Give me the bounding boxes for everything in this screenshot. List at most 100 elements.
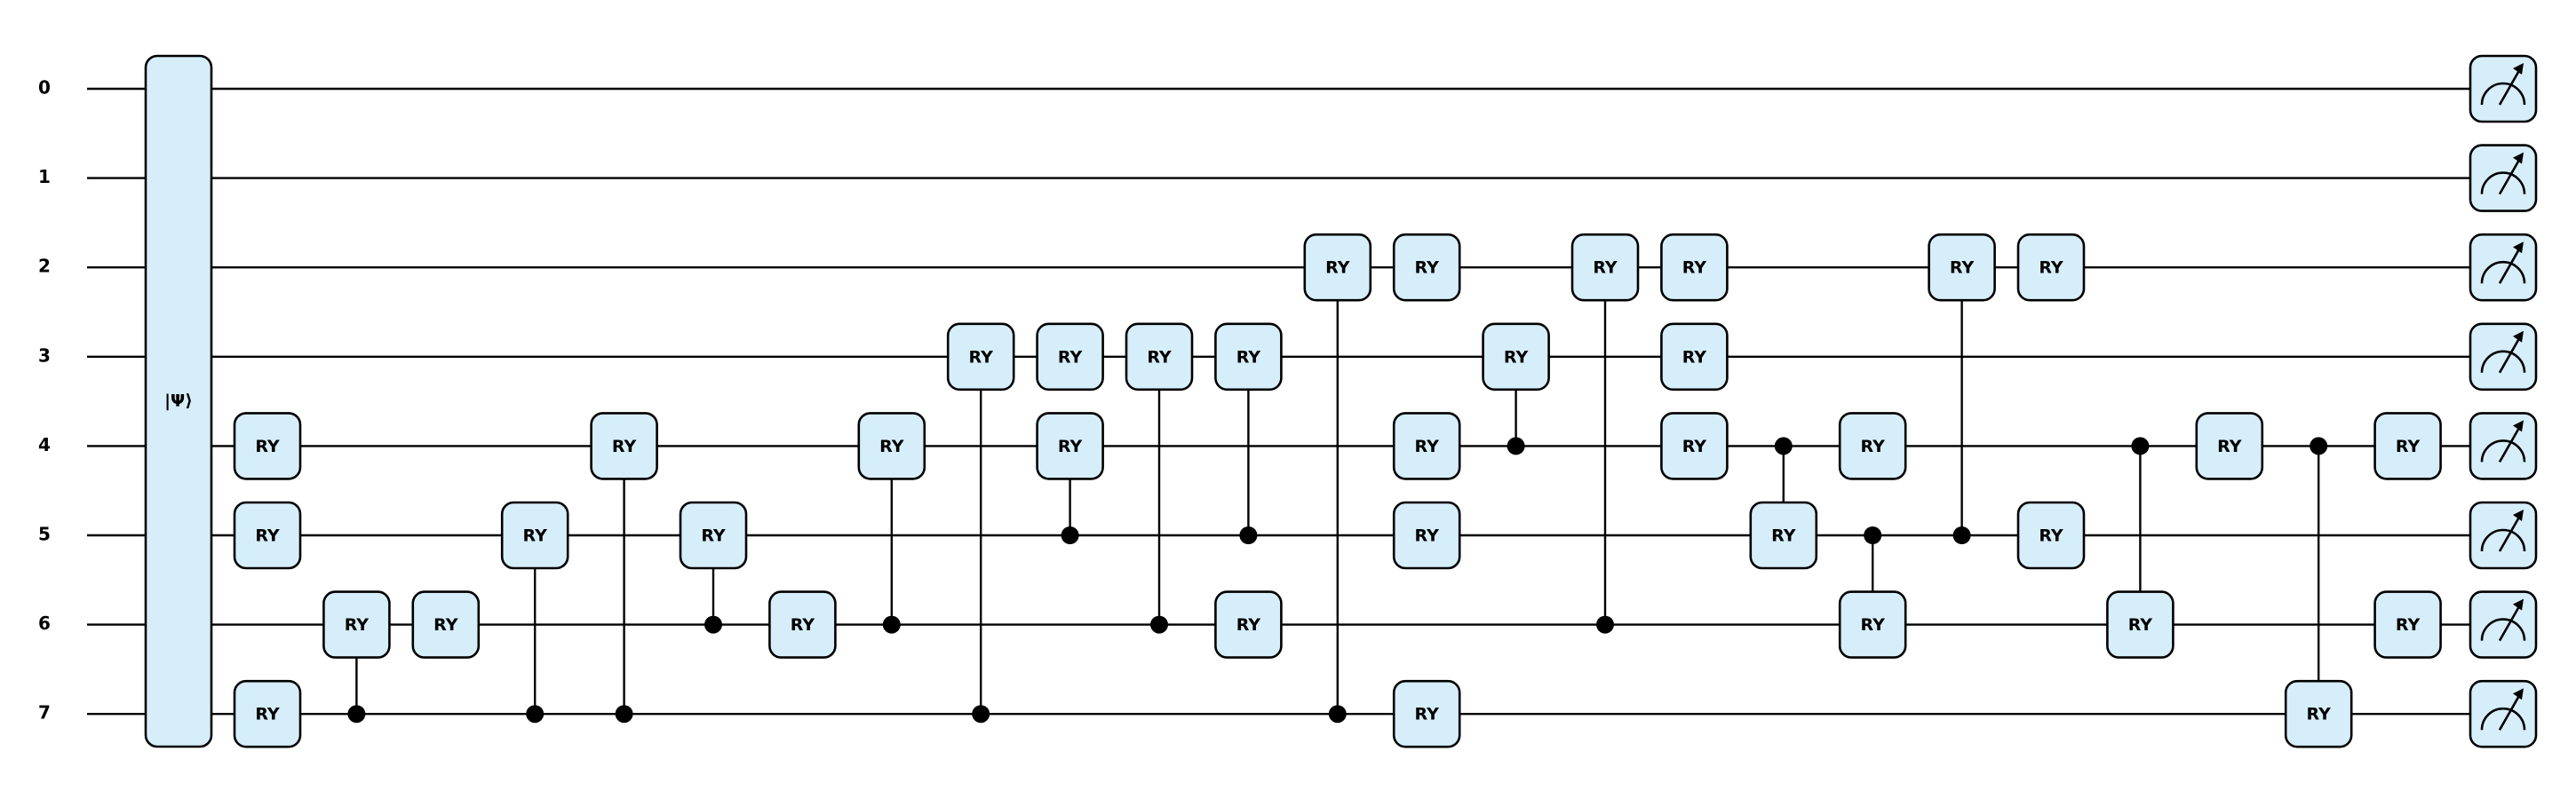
ry-gate-label: RY	[255, 705, 280, 724]
control-dot	[347, 705, 366, 724]
ry-gate-label: RY	[2039, 258, 2063, 278]
control-dot	[1150, 615, 1168, 634]
measure-box	[2469, 144, 2538, 212]
ry-gate-box	[946, 322, 1015, 392]
qubit-label-5: 5	[38, 524, 51, 545]
ry-gate-box	[1392, 501, 1461, 570]
control-dot	[1061, 526, 1079, 544]
ry-gate-label: RY	[2396, 615, 2421, 635]
ry-gate-box	[233, 501, 302, 570]
ry-gate: RY	[1392, 412, 1461, 480]
measure-box	[2469, 590, 2538, 659]
measure-box	[2469, 233, 2538, 302]
measure-box	[2469, 54, 2538, 123]
ry-gate: RY	[1392, 501, 1461, 570]
ry-gate-label: RY	[1058, 347, 1083, 367]
ry-gate-box	[1838, 590, 1907, 659]
ry-gate-label: RY	[2039, 526, 2063, 546]
ry-gate-box	[1482, 322, 1550, 392]
ry-gate-box	[768, 590, 837, 659]
ry-gate-box	[1214, 322, 1283, 392]
ry-gate: RY	[233, 501, 302, 570]
ry-gate: RY	[233, 412, 302, 480]
ry-gate: RY	[768, 590, 837, 659]
ry-gate: RY	[1838, 412, 1907, 480]
ry-gate-box	[679, 501, 748, 570]
control-dot	[1507, 437, 1525, 455]
control-connections	[347, 267, 2328, 724]
meter-arrowhead	[2513, 598, 2524, 611]
ry-gate-box	[1214, 590, 1283, 659]
qubit-label-3: 3	[38, 344, 51, 366]
meter-arc	[2480, 439, 2526, 463]
ry-gate-box	[1125, 322, 1194, 392]
meter-arrowhead	[2513, 688, 2524, 700]
ry-gate-label: RY	[612, 437, 637, 456]
meter-arc	[2480, 171, 2526, 194]
ry-gate-box	[2016, 501, 2086, 570]
ry-gate-box	[2373, 590, 2442, 659]
meter-needle	[2498, 423, 2523, 463]
ry-gate-box	[857, 412, 926, 480]
ry-gate-label: RY	[1771, 526, 1796, 546]
ry-gate-label: RY	[1682, 258, 1707, 278]
ry-gate-box	[2016, 233, 2086, 302]
ry-gate: RY	[1392, 679, 1461, 748]
ry-gate: RY	[500, 501, 569, 570]
measure-meter-icon	[2469, 679, 2538, 748]
ry-gate: RY	[2284, 679, 2353, 748]
ry-gate: RY	[233, 679, 302, 748]
ry-gate-box	[1036, 322, 1104, 392]
control-dot	[1328, 705, 1347, 724]
ry-gate-label: RY	[1682, 347, 1707, 367]
ry-gate-label: RY	[1415, 705, 1440, 724]
ry-gate-label: RY	[1415, 258, 1440, 278]
ry-gate-box	[1392, 233, 1461, 302]
ry-gate-box	[1660, 322, 1729, 392]
ry-gate-label: RY	[1058, 437, 1083, 456]
state-prep-box	[144, 54, 213, 748]
ry-gate-label: RY	[791, 615, 815, 635]
ry-gate-box	[322, 590, 391, 659]
measure-meter-icon	[2469, 322, 2538, 392]
ry-gate-label: RY	[701, 526, 726, 546]
meter-arrowhead	[2513, 152, 2524, 164]
ry-gate-label: RY	[969, 347, 994, 367]
control-dot	[1864, 526, 1882, 544]
meter-arc	[2480, 350, 2526, 373]
meter-arc	[2480, 618, 2526, 641]
ry-gate-label: RY	[879, 437, 904, 456]
ry-gate-box	[590, 412, 658, 480]
ry-gate: RY	[411, 590, 481, 659]
ry-gate: RY	[1660, 412, 1729, 480]
ry-gate-label: RY	[1861, 437, 1886, 456]
meter-needle	[2498, 245, 2523, 284]
control-dot	[882, 615, 901, 634]
ry-gate-box	[2284, 679, 2353, 748]
meter-needle	[2498, 67, 2523, 106]
ry-gate: RY	[1214, 590, 1283, 659]
meter-needle	[2498, 602, 2523, 642]
measure-meter-icon	[2469, 590, 2538, 659]
measurements	[2469, 54, 2538, 748]
ry-gate-label: RY	[1861, 615, 1886, 635]
ry-gate: RY	[1303, 233, 1372, 302]
ry-gate-box	[500, 501, 569, 570]
ry-gate: RY	[1392, 233, 1461, 302]
meter-arc	[2480, 707, 2526, 731]
measure-box	[2469, 412, 2538, 480]
ry-gate-label: RY	[2217, 437, 2242, 456]
ry-gate: RY	[1125, 322, 1194, 392]
control-dot	[1952, 526, 1971, 544]
control-dot	[1239, 526, 1258, 544]
qubit-label-0: 0	[38, 77, 51, 99]
ry-gate-box	[1749, 501, 1818, 570]
qubit-wires	[87, 87, 2487, 716]
ry-gate-label: RY	[523, 526, 548, 546]
ry-gate: RY	[946, 322, 1015, 392]
ry-gate: RY	[1036, 322, 1104, 392]
ry-gate-box	[1838, 412, 1907, 480]
meter-arrowhead	[2513, 420, 2524, 432]
ry-gate: RY	[1928, 233, 1996, 302]
